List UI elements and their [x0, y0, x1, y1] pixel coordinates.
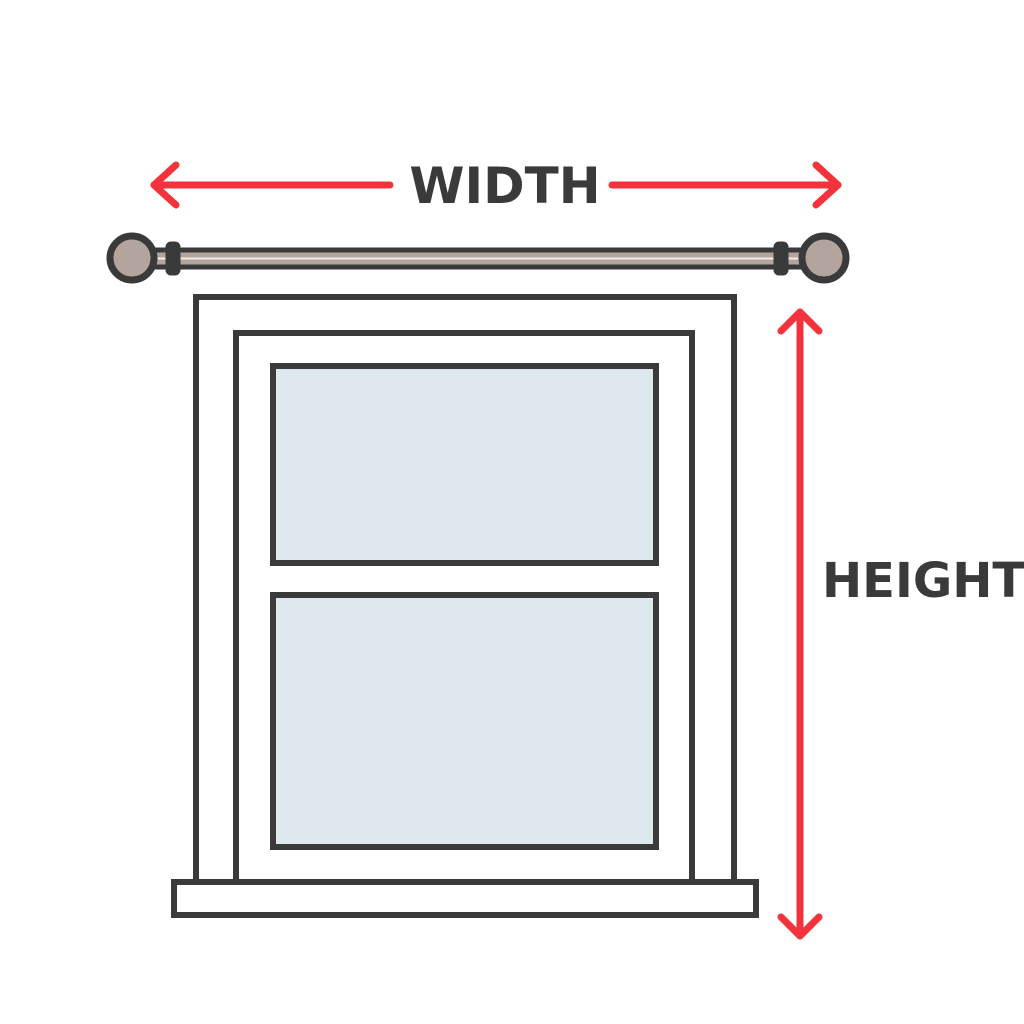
height-arrow [777, 308, 823, 940]
upper-pane [270, 363, 659, 566]
window [171, 294, 759, 918]
curtain-rod [106, 232, 850, 284]
lower-pane [270, 592, 659, 850]
width-label: WIDTH [409, 157, 600, 215]
rod-bracket-left [165, 241, 181, 276]
window-sill [171, 879, 759, 918]
finial-left [106, 232, 158, 284]
finial-right [798, 232, 850, 284]
height-label: HEIGHT [822, 553, 1024, 609]
rod-bracket-right [773, 241, 789, 276]
width-arrow [150, 161, 842, 209]
